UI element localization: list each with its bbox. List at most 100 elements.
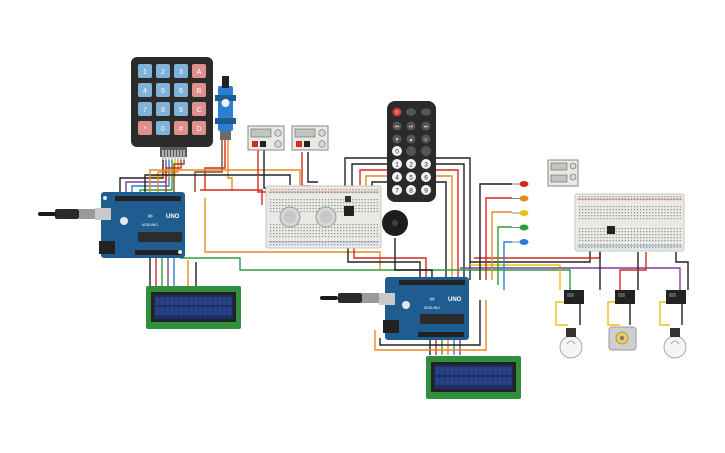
lcd-display-right [426, 356, 521, 399]
led [519, 181, 529, 187]
wire-led-1 [479, 183, 512, 280]
servo-motor [215, 76, 236, 140]
keypad-key [138, 83, 152, 97]
arduino-right-label: UNO [448, 297, 462, 303]
usb-plug-right [320, 293, 379, 303]
keypad-key-label: B [197, 88, 202, 95]
keypad-key-label: * [144, 126, 147, 133]
led [519, 195, 529, 202]
remote-key-label: 5 [409, 174, 413, 181]
breadboard-right [574, 193, 685, 252]
remote-key [421, 159, 431, 169]
sensor-chip [607, 226, 615, 234]
wire-right-loop-black [379, 300, 481, 346]
remote-key-label: 2 [409, 161, 413, 168]
keypad-key-label: 9 [179, 107, 183, 114]
light-bulb-1 [559, 328, 583, 359]
keypad-key [174, 102, 188, 116]
keypad-key [156, 121, 170, 135]
keypad-key [138, 102, 152, 116]
keypad-key [174, 121, 188, 135]
keypad-key-label: 5 [161, 88, 165, 95]
wire-keypad-1 [119, 150, 164, 195]
wire-led-2 [485, 197, 512, 280]
svg-text:⏻: ⏻ [395, 110, 399, 116]
remote-key-label: 3 [424, 161, 428, 168]
keypad-pins [162, 150, 185, 160]
keypad-key [138, 121, 152, 135]
remote-key-label: 0 [395, 148, 399, 155]
wire-keypad-6 [157, 150, 179, 195]
wire-right-black-d [675, 252, 689, 290]
wire-relay1-lamp [555, 301, 568, 326]
wire-buzzer [394, 238, 433, 280]
keypad-key [156, 64, 170, 78]
keypad-key [138, 64, 152, 78]
arduino-right-brand: ARDUINO [424, 306, 440, 310]
keypad-key-label: # [179, 126, 183, 133]
breadboard-middle-holes [270, 189, 378, 246]
keypad-key-label: D [196, 126, 201, 133]
wire-left-red [200, 189, 263, 205]
remote-media-keys [392, 121, 431, 144]
wire-right-loop-orange [374, 300, 487, 351]
keypad-key-label: 2 [161, 69, 165, 76]
multimeter-1 [247, 125, 285, 151]
arduino-left-brand: ARDUINO [142, 223, 158, 227]
arduino-left-label: UNO [166, 214, 180, 220]
lcd-display-left [146, 286, 241, 329]
relay-2 [615, 290, 635, 304]
keypad-key [192, 83, 206, 97]
wire-relay3-lamp [659, 301, 670, 326]
svg-text:▼: ▼ [395, 137, 400, 143]
remote-key-extra [406, 146, 416, 156]
led [519, 239, 529, 245]
keypad-key-label: 4 [143, 88, 147, 95]
keypad-key [192, 64, 206, 78]
wires [119, 140, 689, 355]
remote-key-label: 1 [395, 161, 399, 168]
keypad-key-label: 3 [179, 69, 183, 76]
keypad-key-label: A [197, 69, 202, 76]
lcd-left-cells [155, 297, 232, 315]
keypad-key [156, 102, 170, 116]
wire-led-4 [497, 226, 512, 285]
wire-servo-signal [227, 140, 233, 190]
keypad-key-label: 8 [161, 107, 165, 114]
svg-text:⏮: ⏮ [395, 124, 400, 130]
remote-key [406, 159, 416, 169]
wire-left-top-orange [149, 169, 301, 192]
svg-text:⏭: ⏭ [424, 124, 429, 130]
keypad-key-label: C [196, 107, 201, 114]
keypad-key [174, 83, 188, 97]
relay-1 [564, 290, 584, 304]
wire-orange-long [204, 198, 381, 270]
wire-servo-power [204, 140, 226, 190]
remote-key-label: 6 [424, 174, 428, 181]
remote-key [392, 185, 402, 195]
wire-relay2-motor [607, 301, 620, 326]
arduino-uno-left: ∞ UNO ARDUINO [95, 192, 185, 258]
led [519, 224, 529, 231]
wire-meter2-a [301, 152, 310, 187]
arduino-right-logo: ∞ [430, 296, 435, 303]
wire-led-3 [491, 211, 512, 280]
usb-plug-left [38, 209, 95, 219]
remote-key-extra [421, 146, 431, 156]
remote-key [392, 159, 402, 169]
keypad-key-label: 1 [143, 69, 147, 76]
breadboard-right-holes [579, 196, 681, 249]
multimeter-3 [547, 159, 579, 187]
keypad-key [192, 121, 206, 135]
wire-left-top-black [144, 174, 291, 192]
keypad-key-label: 0 [161, 126, 165, 133]
piezo-buzzer [382, 210, 408, 236]
led [519, 210, 529, 216]
remote-key-label: 4 [395, 174, 399, 181]
remote-key [392, 172, 402, 182]
remote-key-label: 8 [409, 187, 413, 194]
